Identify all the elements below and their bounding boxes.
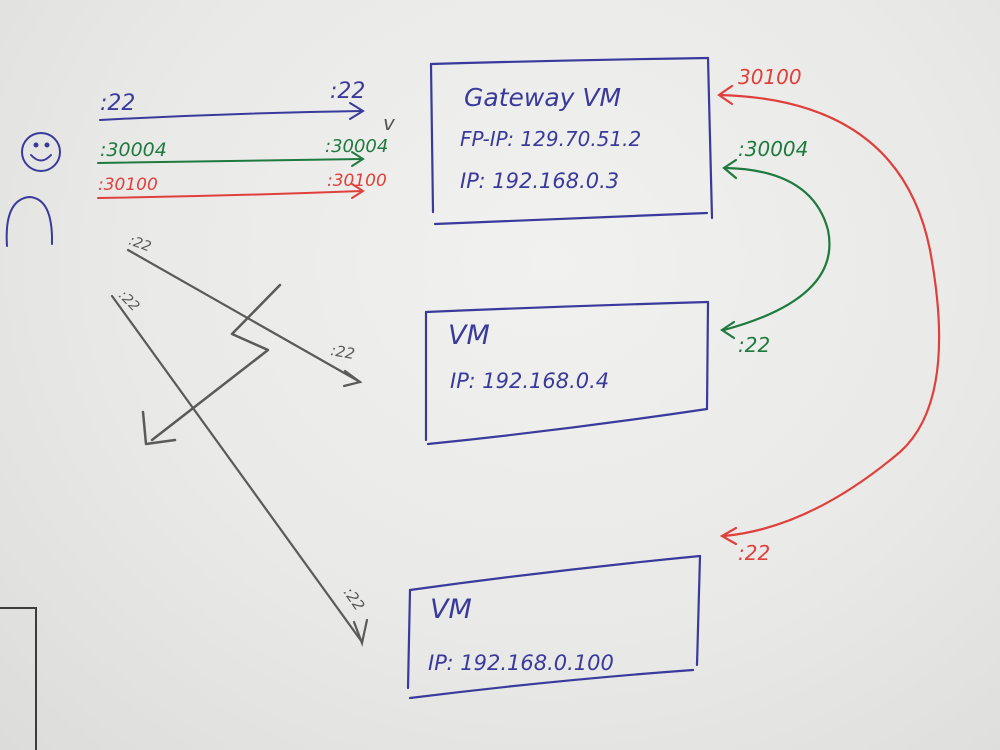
gray-a-port-left: :22 [127, 233, 154, 256]
gray-blocked-arrow-a [126, 248, 363, 388]
vm-100-box [406, 554, 702, 700]
gateway-red-port: 30100 [738, 65, 802, 89]
gateway-vm-title: Gateway VM [464, 83, 621, 112]
blue-port-left: :22 [100, 91, 135, 116]
user-smiley-icon [5, 132, 61, 247]
gray-a-port-right: :22 [329, 341, 356, 363]
green-port-right: :30004 [325, 136, 388, 157]
red-port-left: :30100 [98, 175, 158, 195]
green-port-arrow [97, 151, 365, 167]
red-forward-arrow [717, 84, 941, 546]
blue-port-right: :22 [330, 79, 365, 104]
gray-blocked-arrow-b [110, 294, 369, 647]
gateway-green-port: :30004 [738, 137, 808, 161]
blue-ssh-arrow [99, 102, 365, 121]
green-port-left: :30004 [100, 139, 167, 161]
green-forward-arrow [720, 158, 831, 340]
vm-100-ip: IP: 192.168.0.100 [428, 651, 614, 675]
gateway-vm-fp-ip: FP-IP: 129.70.51.2 [460, 127, 641, 151]
gateway-vm-box [429, 56, 714, 226]
gray-b-port-right: :22 [340, 584, 369, 614]
red-port-arrow [97, 183, 365, 199]
check-mark: v [383, 111, 396, 135]
vm-4-ip: IP: 192.168.0.4 [450, 369, 609, 393]
vm-4-title: VM [448, 320, 490, 351]
gray-b-port-left: :22 [115, 288, 142, 315]
gateway-vm-ip: IP: 192.168.0.3 [460, 169, 619, 193]
vm-100-title: VM [430, 594, 472, 625]
lightning-blocked-icon [141, 283, 282, 446]
vm-4-green-port: :22 [738, 333, 770, 357]
vm-4-box [424, 300, 710, 446]
paper-edge [0, 607, 37, 750]
vm-100-red-port: :22 [738, 541, 770, 565]
red-port-right: :30100 [327, 171, 387, 191]
